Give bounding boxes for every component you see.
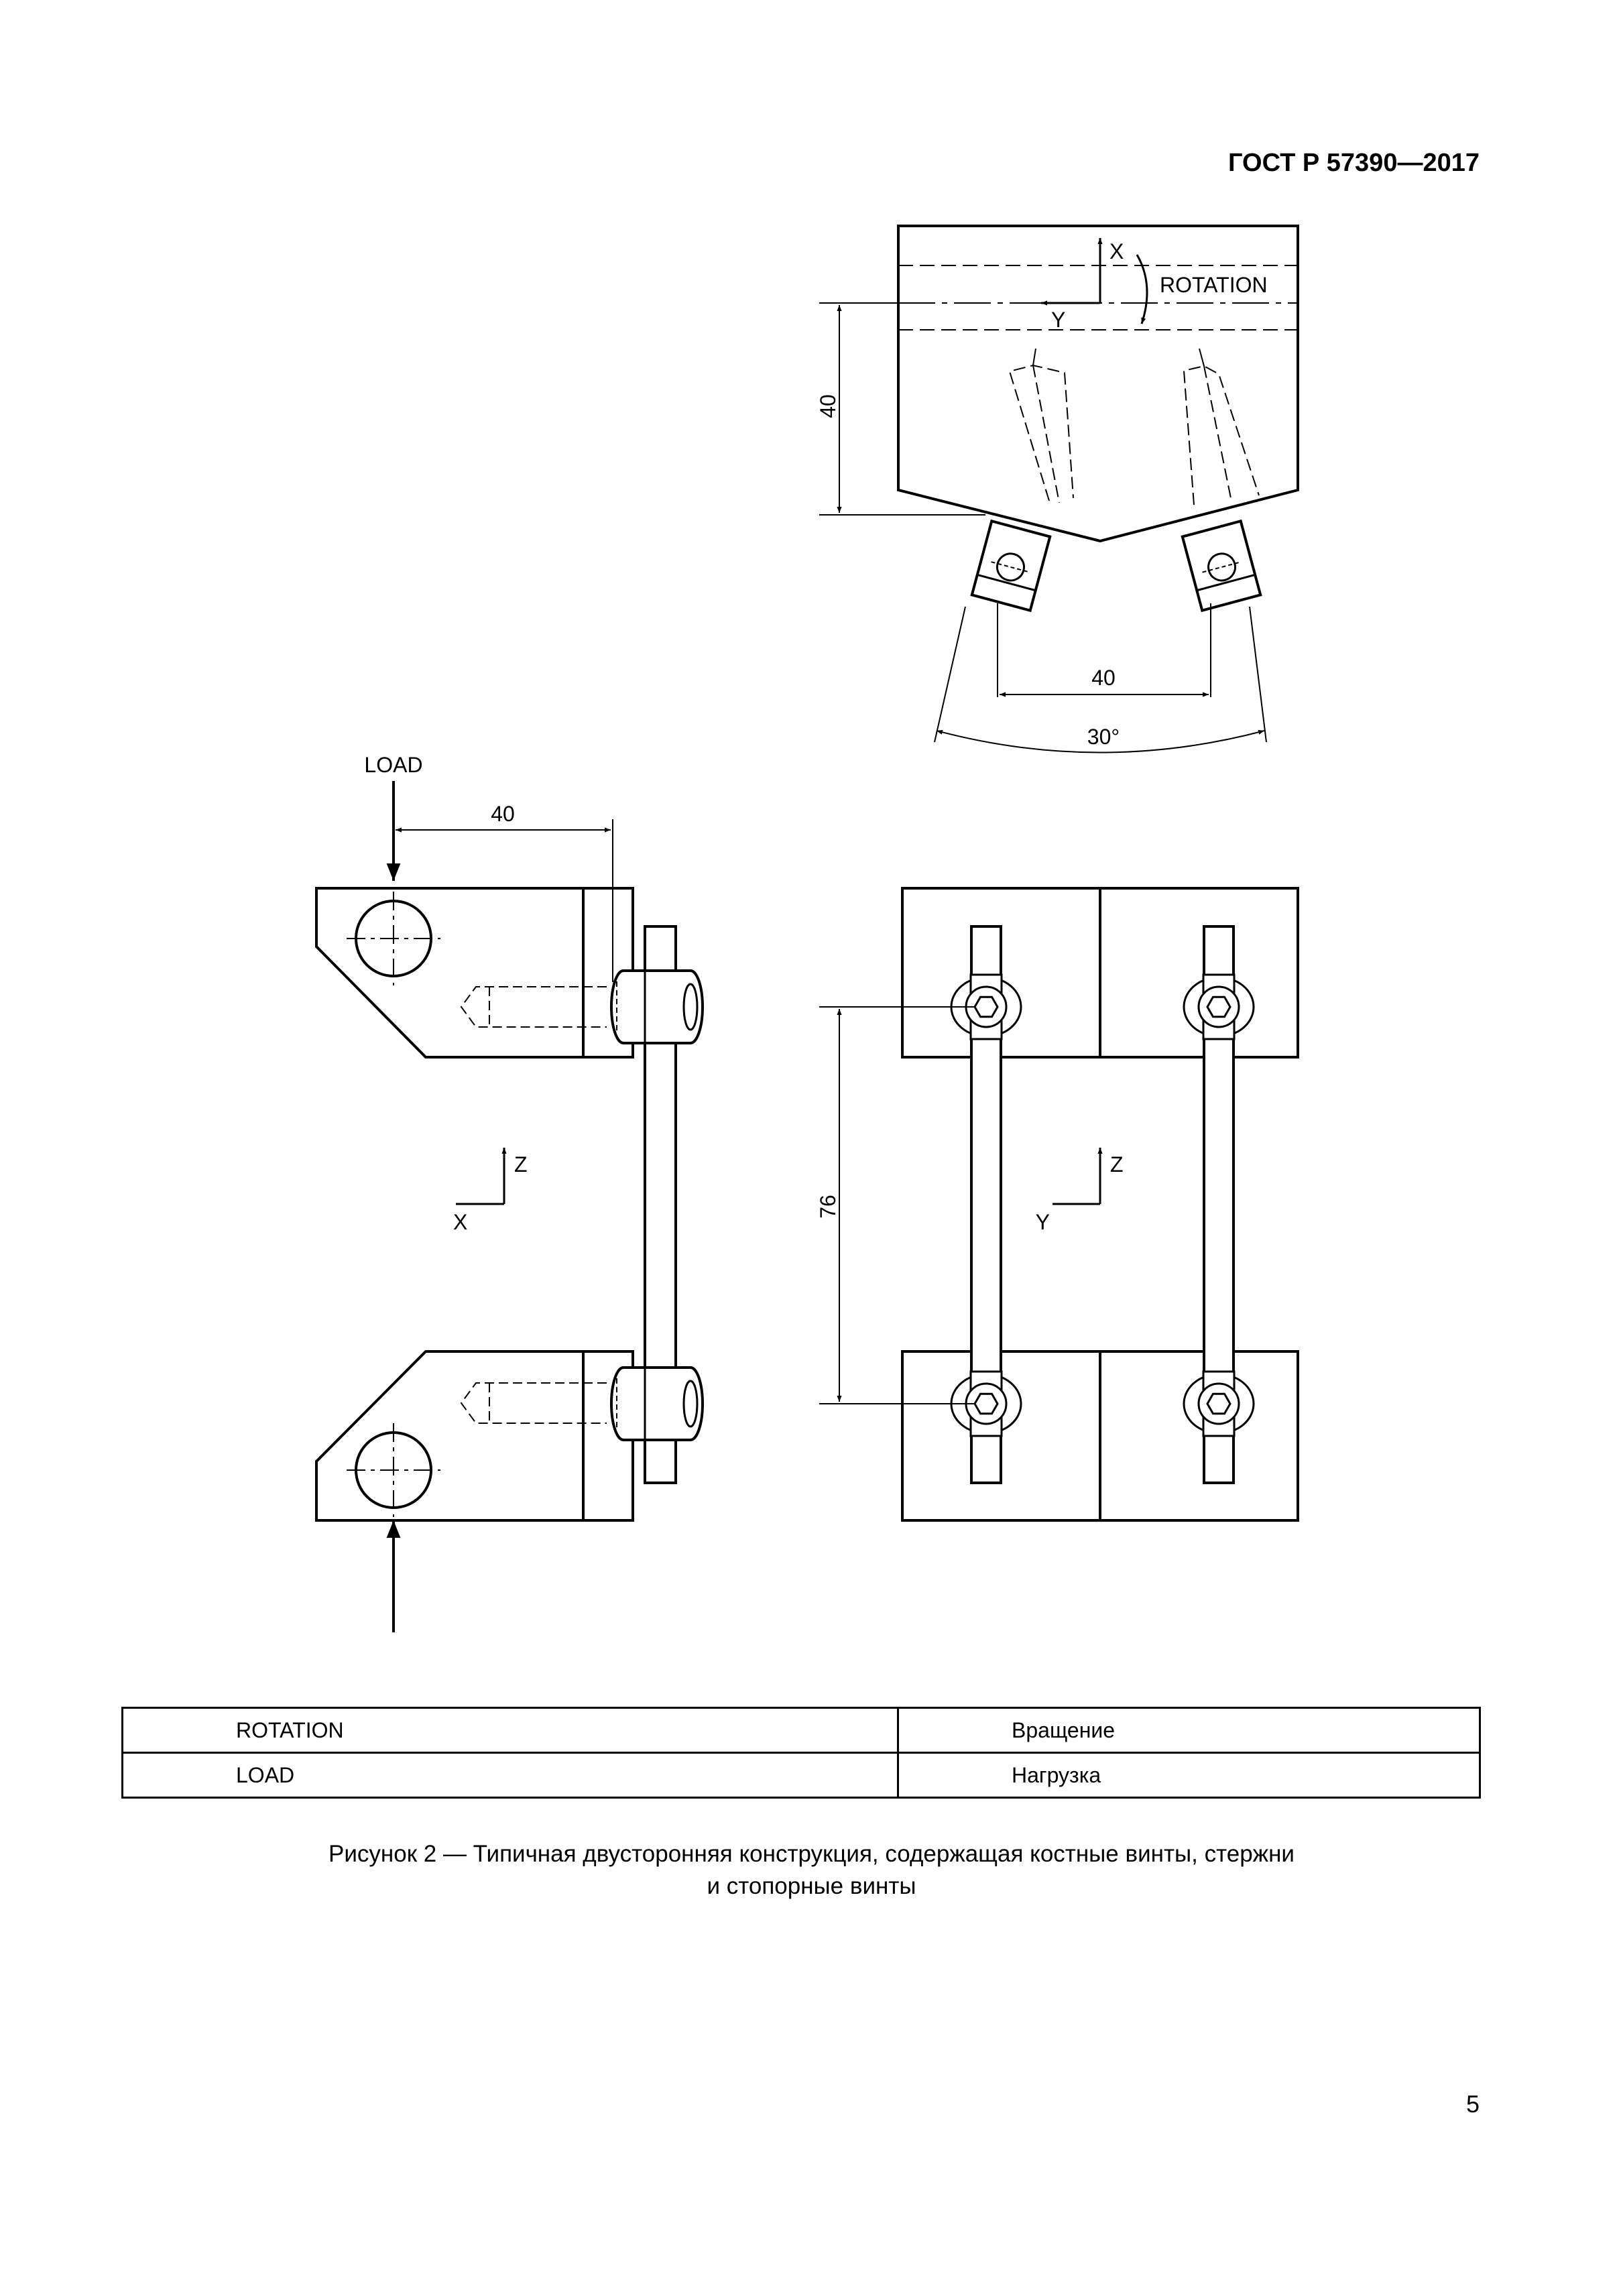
legend-row: LOAD Нагрузка <box>121 1752 1481 1799</box>
side-view-dim-offset: 40 <box>491 802 515 826</box>
legend-translation: Нагрузка <box>897 1752 1481 1799</box>
figure-caption: Рисунок 2 — Типичная двусторонняя констр… <box>0 1838 1623 1902</box>
figure-drawing: X Y ROTATION 40 <box>315 225 1299 1632</box>
front-view-axis-y-label: Y <box>1036 1210 1050 1234</box>
front-view-lower-block-right <box>1099 1350 1299 1522</box>
top-view-axis-x-label: X <box>1109 239 1124 263</box>
figure-caption-line: Рисунок 2 — Типичная двусторонняя констр… <box>328 1841 1295 1867</box>
front-view-dim-spacing: 76 <box>816 1195 840 1219</box>
page-number: 5 <box>1465 2090 1480 2118</box>
rotation-label: ROTATION <box>1160 273 1268 297</box>
side-view-axis-x-label: X <box>453 1210 467 1234</box>
top-view-dim-angle: 30° <box>1087 725 1120 749</box>
rotation-arrow <box>1136 254 1148 324</box>
front-view-axis-z-label: Z <box>1110 1152 1124 1176</box>
side-view: LOAD 40 <box>315 753 704 1632</box>
top-view-right-clamp <box>1181 519 1262 613</box>
side-view-lower-clamp <box>315 1350 634 1522</box>
figure-caption-line: и стопорные винты <box>707 1873 916 1899</box>
front-view: 76 Z Y <box>816 887 1299 1522</box>
side-view-upper-collar <box>610 969 704 1044</box>
legend-row: ROTATION Вращение <box>121 1707 1481 1754</box>
document-header: ГОСТ Р 57390—2017 <box>1228 149 1480 177</box>
legend-term: ROTATION <box>121 1707 899 1754</box>
front-view-upper-block-right <box>1099 887 1299 1059</box>
top-view: X Y ROTATION 40 <box>816 225 1299 753</box>
legend-table: ROTATION Вращение LOAD Нагрузка <box>121 1707 1481 1799</box>
side-view-upper-clamp <box>315 887 634 1059</box>
legend-term: LOAD <box>121 1752 899 1799</box>
top-view-axis-y-label: Y <box>1051 308 1065 332</box>
top-view-dim-spacing: 40 <box>1091 666 1116 690</box>
top-view-block <box>897 225 1299 543</box>
top-view-left-clamp <box>970 519 1052 613</box>
top-view-dim-height: 40 <box>816 394 840 418</box>
side-view-lower-collar <box>610 1366 704 1441</box>
legend-translation: Вращение <box>897 1707 1481 1754</box>
load-label: LOAD <box>364 753 422 777</box>
side-view-axis-z-label: Z <box>514 1152 528 1176</box>
